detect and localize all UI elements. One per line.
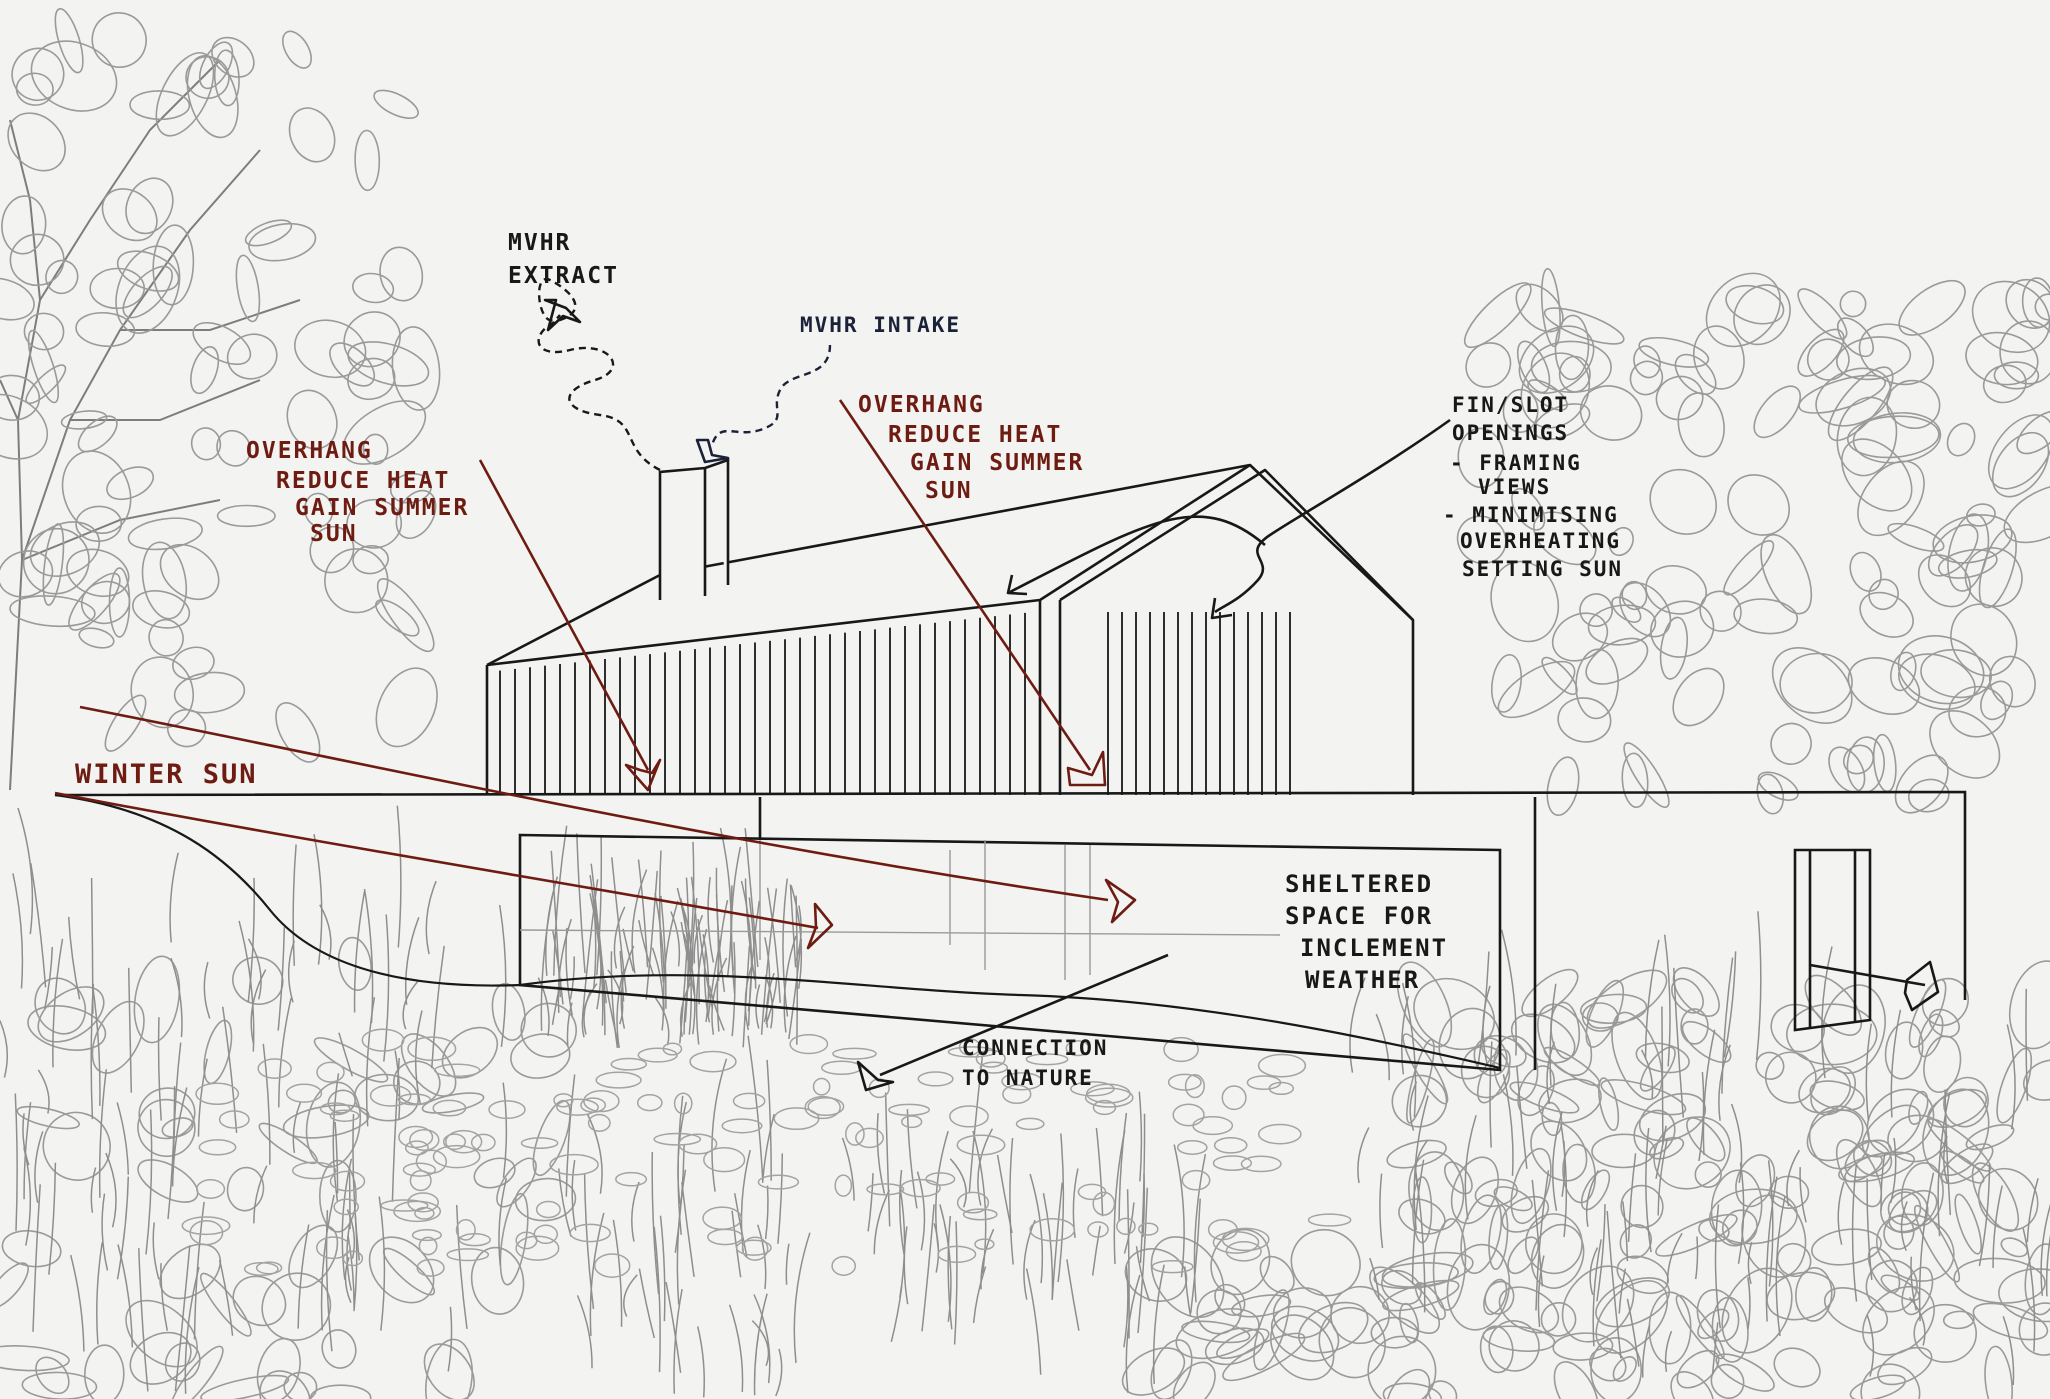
svg-text:OVERHANG: OVERHANG (858, 392, 985, 418)
connection-arrow (856, 953, 1169, 1092)
svg-text:- MINIMISING: - MINIMISING (1443, 503, 1619, 527)
svg-text:WEATHER: WEATHER (1305, 966, 1420, 994)
winter-sun-rays (54, 705, 1137, 950)
mvhr-intake-arrow (695, 438, 730, 464)
mvhr-extract-path (537, 277, 661, 472)
vegetation-scribbles (0, 8, 2050, 1399)
label-winter-sun: WINTER SUN (75, 759, 258, 790)
svg-text:SETTING SUN: SETTING SUN (1462, 557, 1623, 581)
svg-text:SUN: SUN (310, 521, 358, 547)
mvhr-intake-path (710, 344, 832, 446)
svg-text:TO NATURE: TO NATURE (962, 1066, 1094, 1090)
ground-pebbles (181, 1028, 1352, 1278)
mvhr-extract-arrow (543, 298, 582, 332)
ground-terrain (54, 793, 1501, 1070)
label-overhang-left: OVERHANG REDUCE HEAT GAIN SUMMER SUN (246, 438, 469, 547)
house-upper-volume (485, 463, 1415, 795)
svg-text:MVHR INTAKE: MVHR INTAKE (800, 313, 961, 337)
glazing-lines (519, 840, 1281, 980)
label-mvhr-intake: MVHR INTAKE (800, 313, 961, 337)
vertical-fins (499, 612, 1291, 795)
chimney (658, 458, 730, 600)
fin-slot-arrow (1006, 418, 1451, 620)
svg-text:SUN: SUN (925, 478, 973, 504)
svg-text:SHELTERED: SHELTERED (1285, 870, 1433, 898)
house-lower-deck (54, 790, 1967, 1072)
svg-text:EXTRACT: EXTRACT (508, 263, 619, 289)
svg-text:MVHR: MVHR (508, 230, 571, 256)
svg-text:- FRAMING: - FRAMING (1450, 451, 1582, 475)
overhang-right-arrow (838, 399, 1107, 787)
svg-text:REDUCE HEAT: REDUCE HEAT (888, 422, 1062, 448)
svg-text:INCLEMENT: INCLEMENT (1300, 934, 1448, 962)
label-connection: CONNECTION TO NATURE (962, 1036, 1108, 1090)
svg-text:GAIN SUMMER: GAIN SUMMER (910, 450, 1084, 476)
svg-text:SPACE FOR: SPACE FOR (1285, 902, 1433, 930)
svg-text:FIN/SLOT: FIN/SLOT (1452, 393, 1569, 417)
svg-text:OPENINGS: OPENINGS (1452, 421, 1569, 445)
svg-text:OVERHANG: OVERHANG (246, 438, 373, 464)
label-overhang-right: OVERHANG REDUCE HEAT GAIN SUMMER SUN (858, 392, 1084, 504)
svg-text:REDUCE HEAT: REDUCE HEAT (276, 468, 450, 494)
svg-text:CONNECTION: CONNECTION (962, 1036, 1108, 1060)
svg-text:VIEWS: VIEWS (1478, 475, 1551, 499)
label-mvhr-extract: MVHR EXTRACT (508, 230, 619, 289)
svg-text:GAIN SUMMER: GAIN SUMMER (295, 495, 469, 521)
label-fin-slot: FIN/SLOT OPENINGS - FRAMING VIEWS - MINI… (1443, 393, 1623, 581)
label-sheltered: SHELTERED SPACE FOR INCLEMENT WEATHER (1285, 870, 1448, 994)
svg-text:OVERHEATING: OVERHEATING (1460, 529, 1621, 553)
sheltered-arrow (1809, 960, 1940, 1012)
svg-text:WINTER SUN: WINTER SUN (75, 759, 258, 790)
overhang-left-arrow (478, 459, 662, 792)
